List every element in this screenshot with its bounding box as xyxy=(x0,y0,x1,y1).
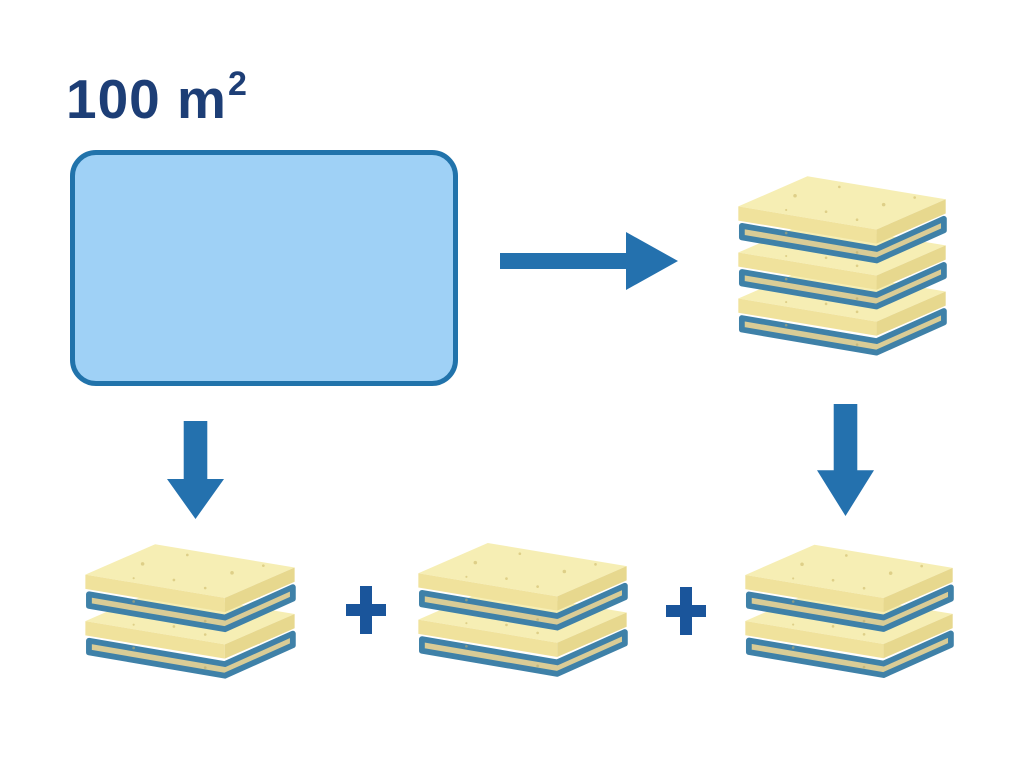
area-label-value: 100 m xyxy=(66,68,227,130)
slab-stack-bottom-middle xyxy=(413,537,632,679)
plus-icon xyxy=(346,586,386,634)
slab-stack-bottom-left xyxy=(80,538,300,681)
plus-icon xyxy=(666,587,706,635)
area-rectangle xyxy=(70,150,458,386)
slab-stack-bottom-right xyxy=(740,539,958,680)
down-arrow-icon xyxy=(817,404,874,516)
area-label-superscript: 2 xyxy=(227,64,248,103)
right-arrow-icon xyxy=(500,232,678,290)
area-label: 100 m2 xyxy=(66,67,247,127)
slab-stack-top-right xyxy=(733,170,951,358)
down-arrow-icon xyxy=(167,421,224,519)
